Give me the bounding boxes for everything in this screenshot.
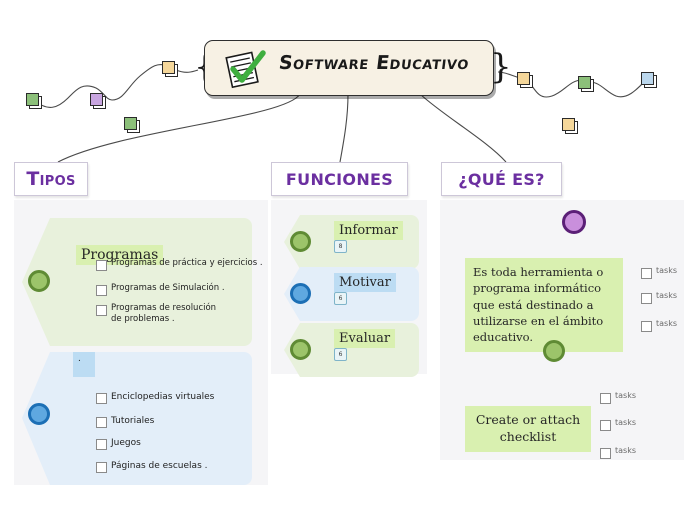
list-item-label: Tutoriales (111, 416, 155, 426)
recursos-title[interactable]: . (73, 352, 95, 377)
task-item[interactable]: tasks (641, 319, 677, 332)
mini-node-6[interactable] (578, 76, 594, 92)
recursos-group-blob (22, 352, 252, 485)
definition-text[interactable]: Es toda herramienta o programa informáti… (465, 258, 623, 352)
mini-node-7[interactable] (641, 72, 657, 88)
task-label: tasks (656, 319, 678, 328)
task-item[interactable]: tasks (641, 266, 677, 279)
list-item[interactable]: Tutoriales (96, 415, 154, 428)
section-header-que-es[interactable]: ¿QUÉ ES? (441, 162, 562, 196)
list-item-label: Programas de resolución de problemas . (111, 303, 217, 325)
task-label: tasks (615, 418, 637, 427)
mini-node-front (26, 93, 39, 106)
evaluar-label[interactable]: Evaluar (334, 329, 396, 348)
list-item[interactable]: Programas de Simulación . (96, 283, 225, 296)
mini-node-front (517, 72, 530, 85)
informar-badge[interactable]: 8 (334, 240, 347, 253)
task-item[interactable]: tasks (600, 391, 636, 404)
list-item[interactable]: Programas de práctica y ejercicios . (96, 258, 263, 271)
mini-node-front (641, 72, 654, 85)
mini-node-3[interactable] (162, 61, 178, 77)
mini-node-front (124, 117, 137, 130)
root-brace-right: } (490, 47, 512, 87)
checkbox-icon[interactable] (641, 321, 652, 332)
root-title: Software Educativo (277, 52, 471, 74)
motivar-bullet[interactable] (290, 283, 311, 304)
checkbox-icon[interactable] (600, 393, 611, 404)
checkbox-icon[interactable] (96, 439, 107, 450)
checkbox-icon[interactable] (600, 448, 611, 459)
checkbox-icon[interactable] (96, 285, 107, 296)
section-header-tipos[interactable]: Tipos (14, 162, 88, 196)
mini-node-1[interactable] (26, 93, 42, 109)
programas-bullet[interactable] (28, 270, 50, 292)
checklist-check-icon (225, 50, 266, 89)
checkbox-icon[interactable] (96, 462, 107, 473)
list-item[interactable]: Juegos (96, 437, 141, 450)
recursos-bullet[interactable] (28, 403, 50, 425)
motivar-label[interactable]: Motivar (334, 273, 396, 292)
section-header-funciones[interactable]: FUNCIONES (271, 162, 408, 196)
checkbox-icon[interactable] (96, 417, 107, 428)
checklist-title[interactable]: Create or attach checklist (465, 406, 591, 452)
mini-node-5[interactable] (517, 72, 533, 88)
checkbox-icon[interactable] (96, 305, 107, 316)
task-item[interactable]: tasks (600, 446, 636, 459)
motivar-badge[interactable]: 6 (334, 292, 347, 305)
task-label: tasks (656, 291, 678, 300)
checkbox-icon[interactable] (641, 293, 652, 304)
list-item[interactable]: Programas de resolución de problemas . (96, 303, 217, 326)
section-header-que-es-label: ¿QUÉ ES? (458, 169, 545, 189)
informar-label[interactable]: Informar (334, 221, 403, 240)
checkbox-icon[interactable] (96, 393, 107, 404)
task-label: tasks (656, 266, 678, 275)
task-label: tasks (615, 446, 637, 455)
mini-node-front (90, 93, 103, 106)
root-node[interactable]: Software Educativo (204, 40, 494, 96)
evaluar-badge[interactable]: 6 (334, 348, 347, 361)
section-header-tipos-label: Tipos (26, 168, 76, 190)
list-item-label: Enciclopedias virtuales (111, 392, 215, 402)
mini-node-4[interactable] (124, 117, 140, 133)
evaluar-bullet[interactable] (290, 339, 311, 360)
mini-node-8[interactable] (562, 118, 578, 134)
task-item[interactable]: tasks (600, 418, 636, 431)
list-item[interactable]: Páginas de escuelas . (96, 460, 207, 473)
mini-node-front (578, 76, 591, 89)
checklist-bullet[interactable] (543, 340, 565, 362)
definition-bullet[interactable] (562, 210, 586, 234)
programas-group-blob (22, 218, 252, 346)
list-item-label: Programas de práctica y ejercicios . (111, 258, 263, 268)
checkbox-icon[interactable] (96, 260, 107, 271)
list-item-label: Programas de Simulación . (111, 283, 225, 293)
task-label: tasks (615, 391, 637, 400)
list-item-label: Juegos (111, 438, 141, 448)
informar-bullet[interactable] (290, 231, 311, 252)
mini-node-front (562, 118, 575, 131)
mini-node-front (162, 61, 175, 74)
task-item[interactable]: tasks (641, 291, 677, 304)
checkbox-icon[interactable] (600, 420, 611, 431)
list-item[interactable]: Enciclopedias virtuales (96, 391, 214, 404)
list-item-label: Páginas de escuelas . (111, 461, 208, 471)
checkbox-icon[interactable] (641, 268, 652, 279)
section-header-funciones-label: FUNCIONES (285, 169, 394, 189)
mini-node-2[interactable] (90, 93, 106, 109)
